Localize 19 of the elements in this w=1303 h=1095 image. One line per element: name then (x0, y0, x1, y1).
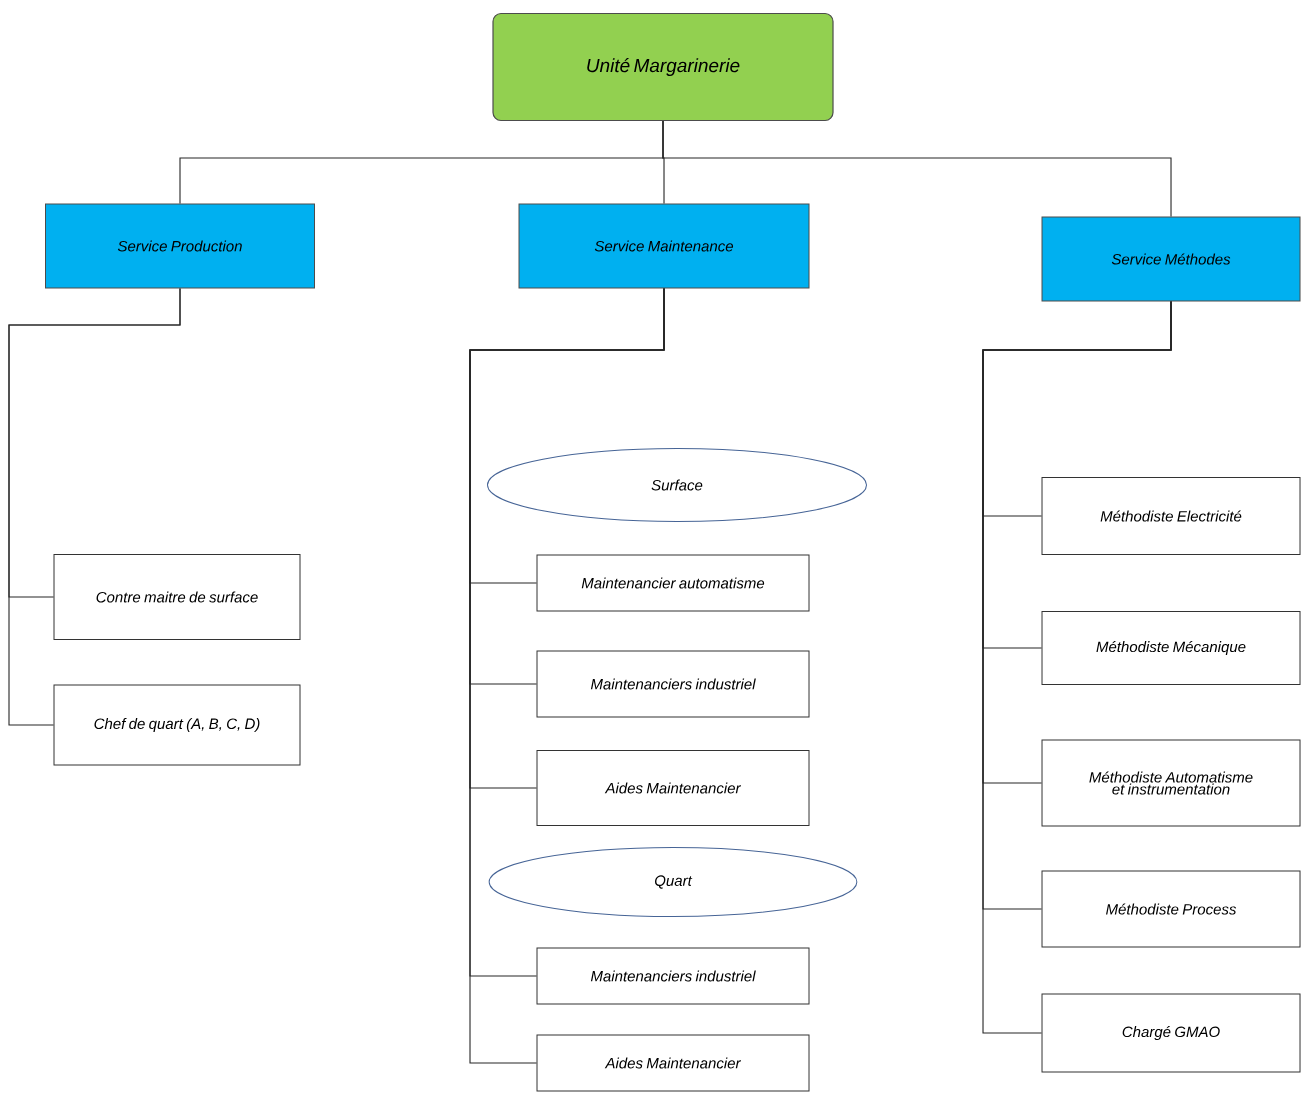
role-box: Méthodiste Mécanique (1041, 611, 1301, 685)
role-box: Contre maitre de surface (53, 554, 301, 640)
service-box: Service Méthodes (1041, 216, 1301, 302)
role-box: Maintenancier automatisme (536, 554, 810, 612)
role-box: Méthodiste Electricité (1041, 477, 1301, 555)
role-box: Aides Maintenancier (536, 1034, 810, 1092)
role-box: Maintenanciers industriel (536, 650, 810, 718)
role-box: Chargé GMAO (1041, 993, 1301, 1073)
role-box: Maintenanciers industriel (536, 947, 810, 1005)
connector-line (982, 300, 1172, 1034)
role-box: Chef de quart (A, B, C, D) (53, 684, 301, 766)
connector-line (662, 120, 1172, 218)
connector-line (8, 287, 181, 726)
service-box: Service Production (45, 203, 315, 289)
role-box: Méthodiste Process (1041, 870, 1301, 948)
role-box: Aides Maintenancier (536, 750, 810, 826)
service-box: Service Maintenance (518, 203, 810, 289)
unit-box: Unité Margarinerie (492, 12, 834, 122)
role-box: Méthodiste Automatisme et instrumentation (1041, 739, 1301, 827)
